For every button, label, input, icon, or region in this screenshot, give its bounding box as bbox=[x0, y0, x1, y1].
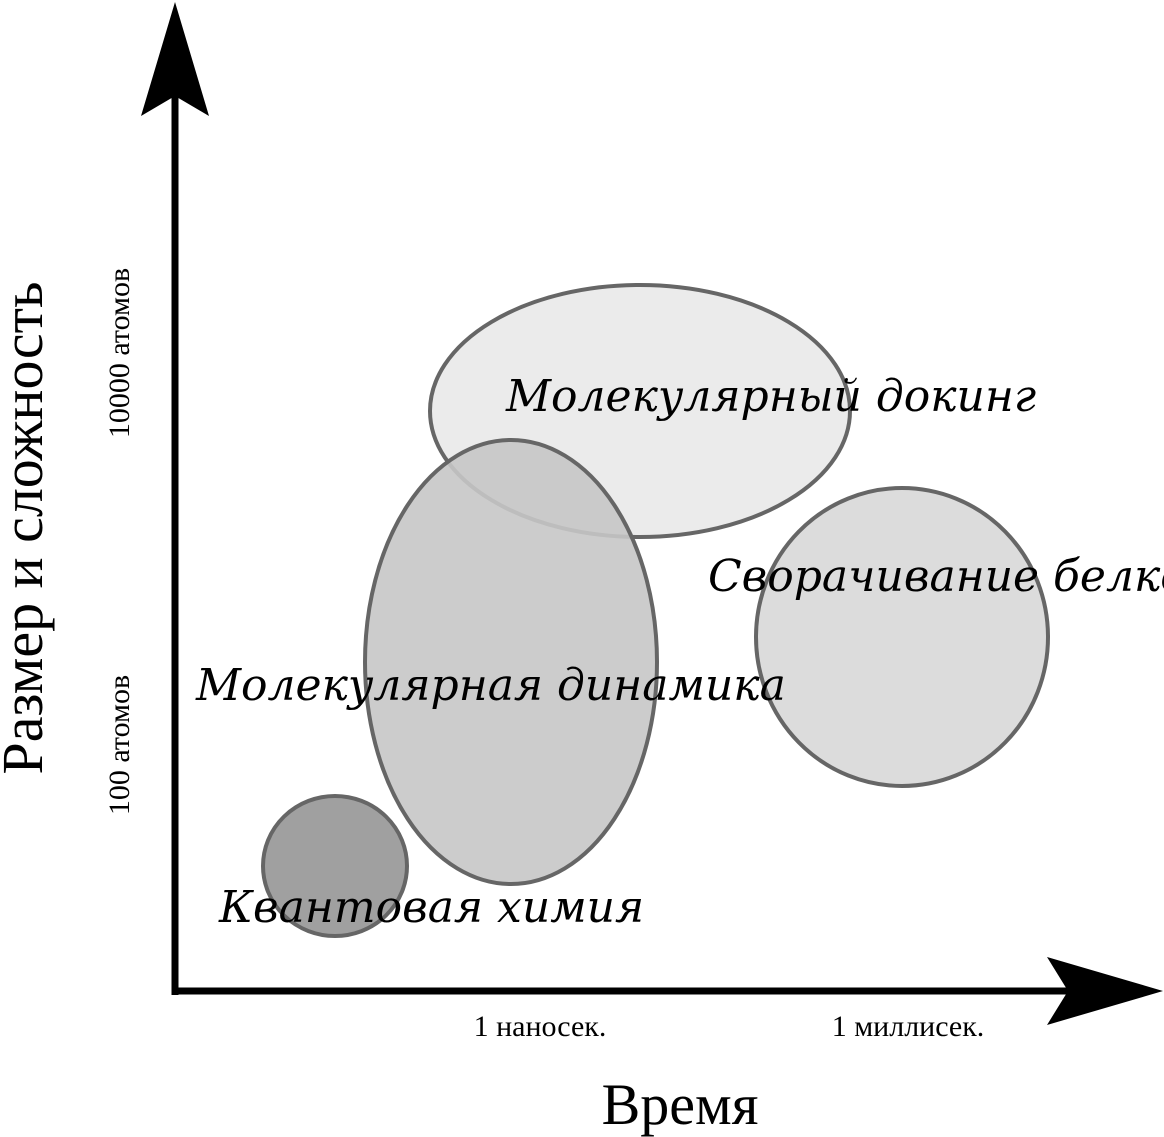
region-quantum-chemistry bbox=[261, 794, 409, 938]
region-protein-folding bbox=[754, 486, 1050, 788]
x-tick-millisecond: 1 миллисек. bbox=[832, 1010, 985, 1043]
region-molecular-dynamics bbox=[363, 438, 659, 886]
label-molecular-dynamics: Молекулярная динамика bbox=[195, 660, 786, 711]
y-axis-arrowhead bbox=[141, 2, 209, 116]
x-axis-arrowhead bbox=[1047, 957, 1163, 1025]
x-tick-nanosecond: 1 наносек. bbox=[474, 1010, 607, 1043]
x-axis-title: Время bbox=[602, 1072, 759, 1137]
y-tick-100-atoms: 100 атомов bbox=[103, 675, 136, 815]
y-axis-title: Размер и сложность bbox=[0, 282, 55, 775]
y-tick-10000-atoms: 10000 атомов bbox=[103, 268, 136, 438]
label-molecular-docking: Молекулярный докинг bbox=[505, 371, 1036, 422]
label-protein-folding: Сворачивание белков bbox=[708, 551, 1164, 602]
label-quantum-chemistry: Квантовая химия bbox=[218, 882, 644, 933]
